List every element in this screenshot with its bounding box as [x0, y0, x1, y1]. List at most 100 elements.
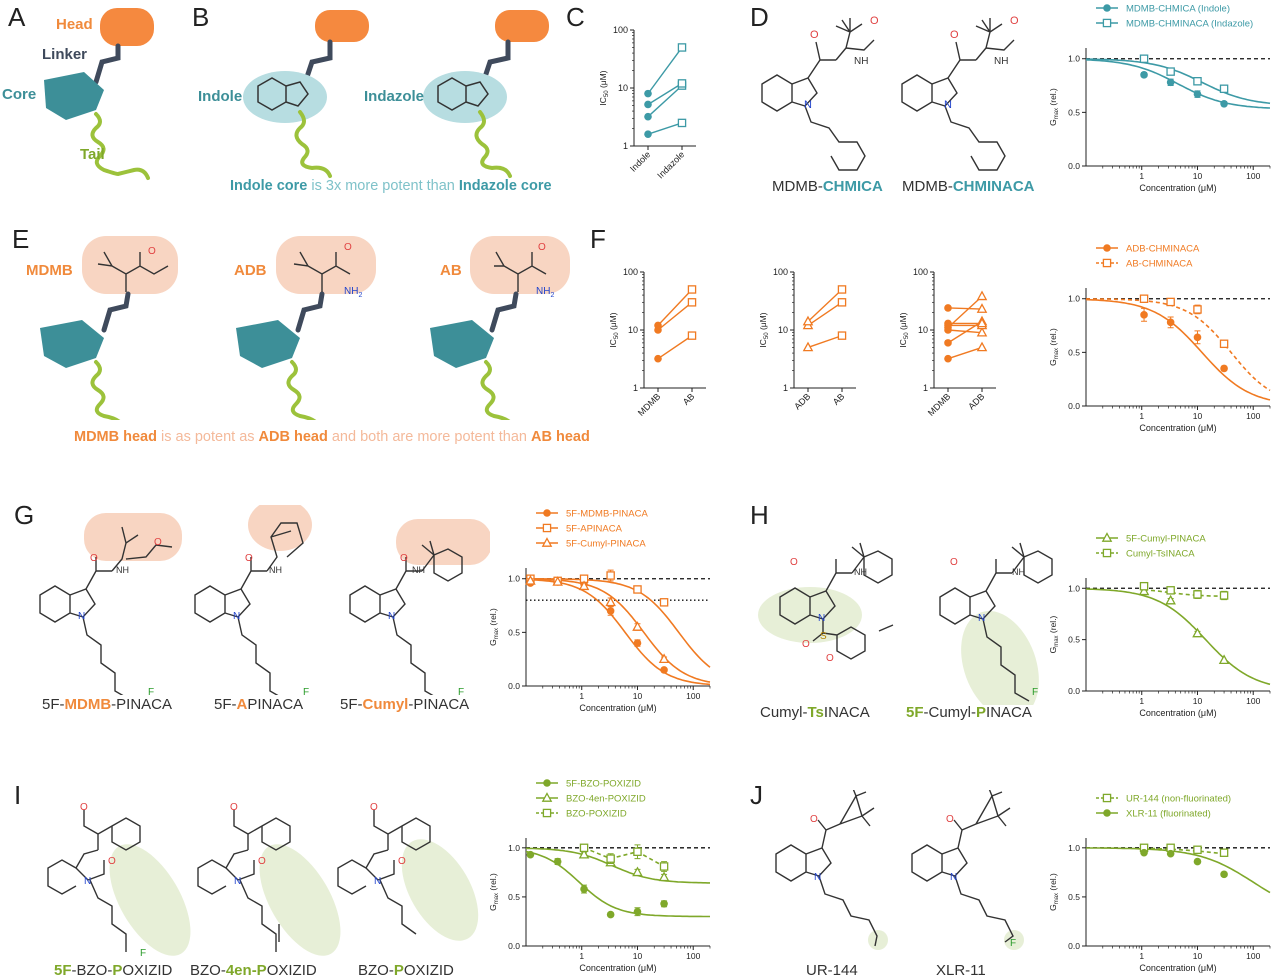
data-point: [1220, 99, 1228, 108]
data-point: [579, 843, 589, 853]
svg-text:O: O: [148, 246, 156, 257]
svg-text:F: F: [1010, 938, 1016, 949]
x-tick-label: 100: [1246, 951, 1260, 961]
cannabinoid-cartoon: [44, 8, 154, 180]
point-adb: [976, 341, 988, 352]
data-point: [659, 598, 669, 607]
data-point: [1140, 311, 1148, 319]
svg-text:O: O: [230, 802, 238, 813]
y-tick-label: 1: [633, 383, 638, 393]
x-tick-label: Indole: [628, 149, 652, 173]
x-tick-label: ADB: [792, 391, 812, 411]
x-tick-label: 100: [1246, 171, 1260, 181]
compound-label-xlr-11: XLR-11: [936, 962, 986, 979]
x-tick-label: MDMB: [926, 391, 953, 418]
legend-label: 5F-BZO-POXIZID: [566, 779, 641, 790]
y-tick-label: 1.0: [508, 843, 520, 853]
svg-text:O: O: [538, 242, 546, 253]
tail-shape: [90, 112, 150, 180]
data-point: [606, 607, 615, 615]
svg-text:NH2: NH2: [536, 286, 554, 299]
legend-label: BZO-4en-POXIZID: [566, 794, 646, 805]
compound-label-mdmb-chminaca: MDMB-CHMINACA: [902, 178, 1035, 195]
svg-text:N: N: [234, 876, 241, 887]
y-tick-label: 0.5: [1068, 892, 1080, 902]
fit-curve: [1085, 588, 1271, 686]
svg-text:O: O: [946, 814, 954, 825]
svg-text:NH: NH: [269, 565, 282, 575]
legend-label: UR-144 (non-fluorinated): [1126, 794, 1231, 805]
svg-text:NH: NH: [994, 56, 1008, 67]
point-ab: [837, 285, 847, 294]
data-point: [1219, 848, 1229, 857]
y-axis-label: IC50 (μM): [598, 70, 610, 105]
svg-text:O: O: [400, 553, 408, 564]
y-tick-label: 0.5: [1068, 347, 1080, 357]
data-point: [1166, 586, 1175, 595]
core-potency-sentence: Indole core is 3x more potent than Indaz…: [230, 178, 552, 194]
point-indole: [644, 89, 652, 98]
data-point: [1166, 297, 1175, 307]
y-tick-label: 1: [923, 383, 928, 393]
panel-label-g: G: [14, 500, 35, 530]
panel-label-e: E: [12, 224, 30, 254]
legend-label: Cumyl-TsINACA: [1126, 549, 1195, 560]
data-point: [606, 571, 615, 580]
point-ab: [837, 298, 847, 307]
svg-text:F: F: [458, 687, 464, 695]
point-ab: [687, 285, 697, 294]
panel-label-c: C: [566, 2, 585, 32]
pair-line: [947, 346, 983, 360]
svg-text:O: O: [344, 242, 352, 253]
legend-marker: [541, 792, 553, 802]
svg-text:N: N: [84, 876, 91, 887]
point-mdmb: [944, 323, 952, 332]
pair-line: [657, 335, 693, 360]
fit-curve: [1085, 58, 1271, 105]
fit-curve: [525, 847, 710, 884]
pair-line: [807, 301, 843, 326]
x-tick-label: 1: [1139, 696, 1144, 706]
data-point: [525, 575, 536, 585]
svg-text:O: O: [90, 553, 98, 564]
svg-text:O: O: [802, 639, 810, 650]
pair-line: [647, 82, 683, 106]
legend-label: AB-CHMINACA: [1126, 259, 1193, 270]
y-tick-label: 100: [913, 267, 928, 277]
point-adb: [802, 315, 814, 326]
panel-label-j: J: [750, 780, 763, 810]
svg-text:N: N: [950, 872, 957, 883]
x-axis-label: Concentration (μM): [1139, 708, 1216, 718]
y-axis-label: Gmax (rel.): [1048, 328, 1060, 366]
x-axis-label: Concentration (μM): [1139, 423, 1216, 433]
legend-marker: [1102, 548, 1112, 558]
y-tick-label: 1: [783, 383, 788, 393]
legend-label: 5F-APINACA: [566, 524, 623, 535]
y-tick-label: 100: [623, 267, 638, 277]
y-axis-label: IC50 (μM): [758, 312, 770, 347]
data-point: [1166, 318, 1175, 327]
data-point: [660, 899, 668, 908]
ab-label: AB: [440, 262, 462, 279]
svg-text:N: N: [374, 876, 381, 887]
data-point: [633, 847, 642, 856]
y-tick-label: 0.0: [1068, 401, 1080, 411]
point-indole: [644, 112, 652, 121]
svg-text:N: N: [78, 611, 85, 622]
data-point: [606, 854, 615, 863]
head-label: Head: [56, 16, 93, 33]
legend-label: 5F-MDMB-PINACA: [566, 509, 648, 520]
legend-label: XLR-11 (fluorinated): [1126, 809, 1211, 820]
data-point: [1193, 845, 1202, 855]
legend-label: BZO-POXIZID: [566, 809, 627, 820]
data-point: [1138, 585, 1150, 596]
y-axis-label: IC50 (μM): [608, 312, 620, 347]
data-point: [1193, 857, 1202, 866]
pair-line: [807, 334, 843, 349]
x-tick-label: 10: [1193, 951, 1203, 961]
indazole-label: Indazole: [364, 88, 425, 105]
